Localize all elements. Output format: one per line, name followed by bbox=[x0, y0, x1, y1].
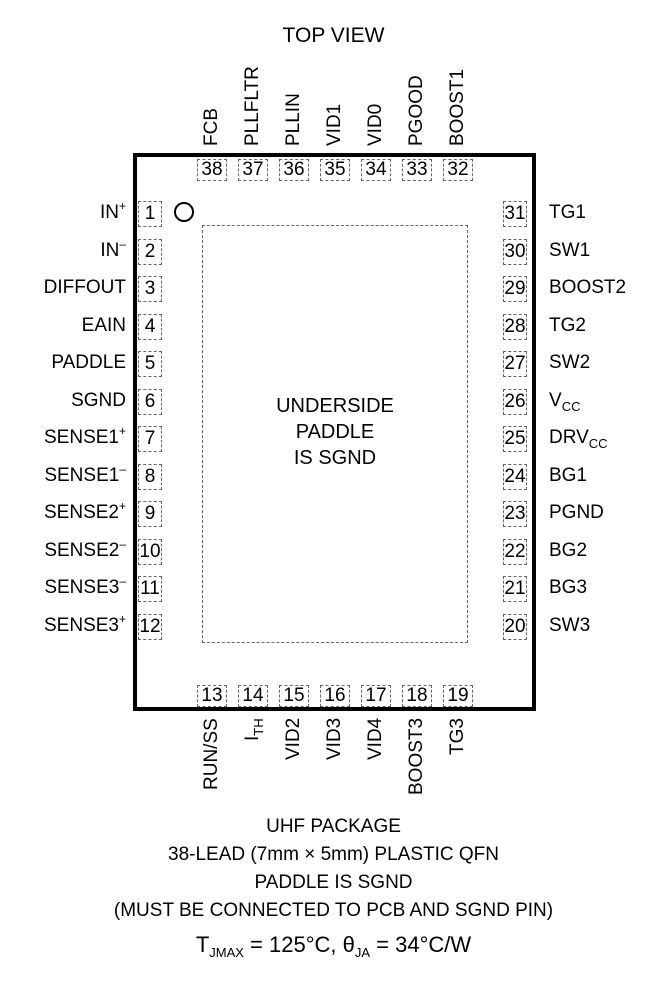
package-outline bbox=[133, 153, 536, 711]
pin-name-label: SENSE1– bbox=[44, 461, 126, 486]
pin-number-box: 24 bbox=[503, 463, 527, 490]
pin-name-label: VCC bbox=[549, 389, 581, 414]
pin-name-label: VID4 bbox=[365, 717, 386, 760]
paddle-label: UNDERSIDE PADDLE IS SGND bbox=[202, 393, 468, 471]
paddle-label-line: PADDLE bbox=[295, 421, 375, 443]
pin-number-box: 27 bbox=[503, 351, 527, 377]
pin-number-box: 20 bbox=[503, 613, 527, 640]
pin-number-box: 9 bbox=[138, 501, 162, 527]
pin-number-box: 14 bbox=[238, 685, 268, 707]
pin-name-label: PGOOD bbox=[406, 75, 427, 146]
pin-name-label: FCB bbox=[201, 108, 222, 146]
pin-number-box: 38 bbox=[197, 159, 227, 181]
pin-name-label: PGND bbox=[549, 502, 604, 523]
pin-number-box: 22 bbox=[503, 538, 527, 565]
pin-number-box: 34 bbox=[361, 159, 391, 181]
exposed-paddle-outline bbox=[202, 225, 468, 643]
pin-number-box: 36 bbox=[279, 159, 309, 181]
pin-name-label: BG1 bbox=[549, 464, 588, 486]
pin-name-label: VID3 bbox=[324, 717, 345, 760]
pin-number-box: 3 bbox=[138, 276, 162, 302]
pin-name-label: IN– bbox=[100, 236, 126, 261]
pin-name-label: BG2 bbox=[549, 539, 588, 561]
pin-number-box: 7 bbox=[138, 426, 162, 452]
pin-name-label: SW3 bbox=[549, 614, 591, 636]
paddle-label-line: IS SGND bbox=[293, 447, 377, 469]
pin-number-box: 21 bbox=[503, 576, 527, 602]
pin-number-box: 30 bbox=[503, 238, 527, 265]
pin-number-box: 16 bbox=[320, 685, 350, 707]
pin-number-box: 37 bbox=[238, 159, 268, 181]
pin-number-box: 11 bbox=[138, 576, 162, 602]
pin-name-label: PADDLE bbox=[51, 352, 126, 373]
pin-name-label: IN+ bbox=[99, 199, 126, 223]
pin-name-label: SENSE3– bbox=[44, 574, 126, 598]
pin-name-label: ITH bbox=[242, 718, 266, 741]
paddle-note: PADDLE IS SGND bbox=[254, 872, 413, 893]
pin-name-label: SW1 bbox=[549, 239, 591, 261]
pin-name-label: SGND bbox=[71, 389, 126, 411]
pin-name-label: PLLFLTR bbox=[242, 66, 263, 146]
pin-name-label: DIFFOUT bbox=[43, 277, 126, 298]
thermal-spec: TJMAX = 125°C, θJA = 34°C/W bbox=[195, 932, 472, 960]
pin-number-box: 12 bbox=[138, 613, 162, 640]
package-name: UHF PACKAGE bbox=[266, 816, 401, 837]
pin-number-box: 6 bbox=[138, 388, 162, 415]
pin-name-label: BOOST3 bbox=[406, 717, 427, 795]
pin-number-box: 28 bbox=[503, 313, 527, 340]
pin-name-label: VID1 bbox=[324, 103, 345, 146]
pin-name-label: TG3 bbox=[447, 718, 468, 755]
pin-number-box: 19 bbox=[443, 685, 473, 707]
pin1-indicator-icon bbox=[174, 202, 194, 222]
package-description: 38-LEAD (7mm × 5mm) PLASTIC QFN bbox=[168, 844, 499, 865]
pin-number-box: 29 bbox=[503, 276, 527, 302]
pin-number-box: 4 bbox=[138, 313, 162, 340]
pin-number-box: 17 bbox=[361, 685, 391, 707]
pin-name-label: TG1 bbox=[549, 202, 586, 223]
pin-number-box: 5 bbox=[138, 351, 162, 377]
pin-number-box: 10 bbox=[138, 538, 162, 565]
pin-name-label: SW2 bbox=[549, 352, 591, 373]
pin-name-label: EAIN bbox=[81, 314, 126, 336]
pin-name-label: SENSE2+ bbox=[44, 499, 126, 523]
pin-name-label: BG3 bbox=[549, 577, 588, 598]
pin-number-box: 35 bbox=[320, 159, 350, 181]
pin-number-box: 18 bbox=[402, 685, 432, 707]
paddle-label-line: UNDERSIDE bbox=[276, 395, 394, 417]
pin-name-label: RUN/SS bbox=[201, 718, 222, 790]
pin-name-label: BOOST1 bbox=[447, 68, 468, 146]
pin-number-box: 32 bbox=[443, 159, 473, 181]
pin-number-box: 13 bbox=[197, 685, 227, 707]
view-title: TOP VIEW bbox=[282, 24, 385, 47]
pin-name-label: SENSE1+ bbox=[44, 424, 126, 448]
pin-name-label: DRVCC bbox=[549, 427, 608, 451]
pin-name-label: SENSE3+ bbox=[44, 611, 126, 636]
pin-number-box: 23 bbox=[503, 501, 527, 527]
pin-number-box: 8 bbox=[138, 463, 162, 490]
pin-name-label: VID0 bbox=[365, 103, 386, 146]
connection-note: (MUST BE CONNECTED TO PCB AND SGND PIN) bbox=[113, 900, 554, 921]
pin-name-label: TG2 bbox=[549, 314, 586, 336]
pin-number-box: 15 bbox=[279, 685, 309, 707]
pin-number-box: 25 bbox=[503, 426, 527, 452]
pin-number-box: 1 bbox=[138, 201, 162, 227]
pin-number-box: 26 bbox=[503, 388, 527, 415]
pin-number-box: 2 bbox=[138, 238, 162, 265]
pin-name-label: BOOST2 bbox=[549, 277, 627, 298]
pin-name-label: SENSE2– bbox=[44, 536, 126, 561]
pin-number-box: 31 bbox=[503, 201, 527, 227]
pin-name-label: VID2 bbox=[283, 717, 304, 760]
pin-number-box: 33 bbox=[402, 159, 432, 181]
pin-name-label: PLLIN bbox=[283, 93, 304, 146]
